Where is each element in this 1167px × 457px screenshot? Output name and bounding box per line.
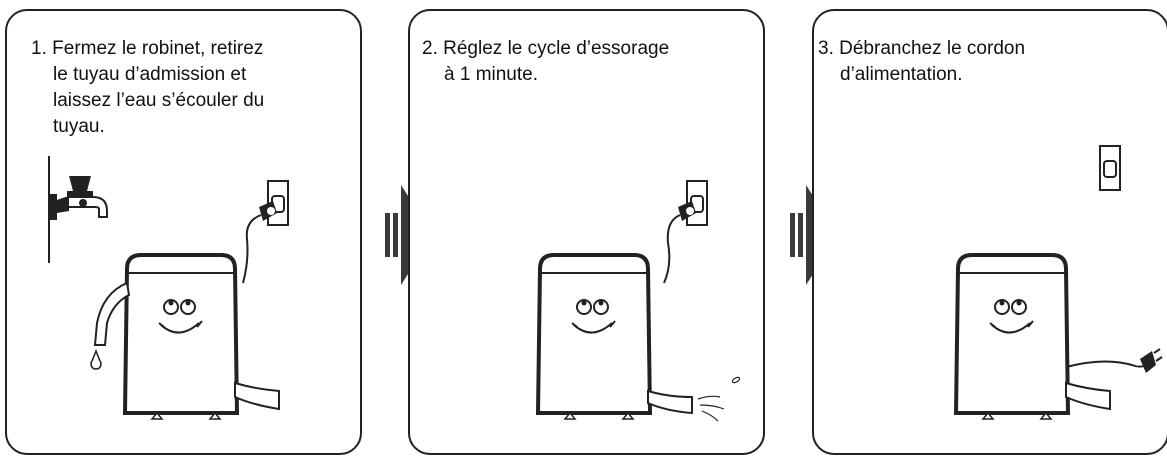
step-panel-3: 3. Débranchez le cordon d’alimentation. [812, 9, 1167, 455]
dehumidifier-icon [125, 255, 237, 419]
dehumidifier-icon [956, 255, 1068, 419]
wall-outlet-icon [1100, 146, 1120, 190]
faucet-icon [49, 176, 107, 220]
step-3-illustration [814, 11, 1167, 455]
plug-icon [1140, 349, 1162, 373]
step-2-illustration [410, 11, 765, 455]
step-1-illustration [7, 11, 362, 455]
step-panel-1: 1. Fermez le robinet, retirez le tuyau d… [5, 9, 362, 455]
water-drop-icon [91, 351, 101, 369]
water-splash-icon [698, 376, 740, 421]
dehumidifier-icon [538, 255, 650, 419]
step-panel-2: 2. Réglez le cycle d’essorage à 1 minute… [408, 9, 765, 455]
